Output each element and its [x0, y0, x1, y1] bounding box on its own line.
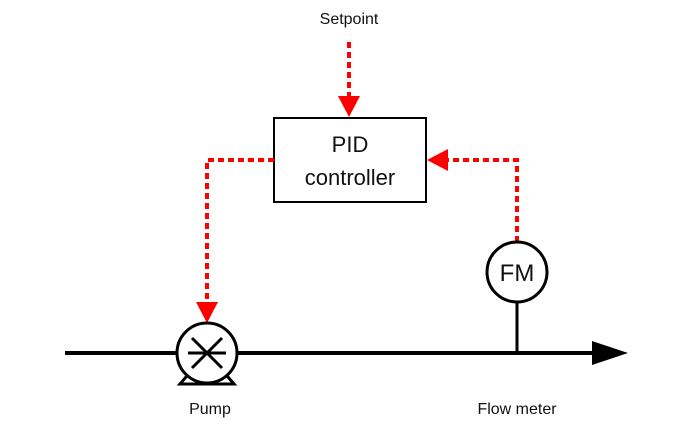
- pid-controller-box: PID controller: [273, 117, 427, 203]
- controller-to-pump-signal: [196, 158, 274, 323]
- flow-meter-symbol: FM: [500, 260, 535, 287]
- process-pipe: [65, 341, 628, 365]
- controller-label-line2: controller: [305, 165, 395, 190]
- controller-label-line1: PID: [332, 132, 369, 157]
- pump-label: Pump: [189, 401, 231, 418]
- flow-meter-icon: FM: [485, 240, 549, 304]
- feedback-signal: [427, 149, 519, 242]
- setpoint-label: Setpoint: [320, 11, 379, 28]
- setpoint-signal-arrow: [338, 42, 360, 117]
- pump-icon: [175, 321, 239, 386]
- flow-meter-label: Flow meter: [477, 401, 557, 418]
- flow-direction-arrow: [592, 341, 628, 365]
